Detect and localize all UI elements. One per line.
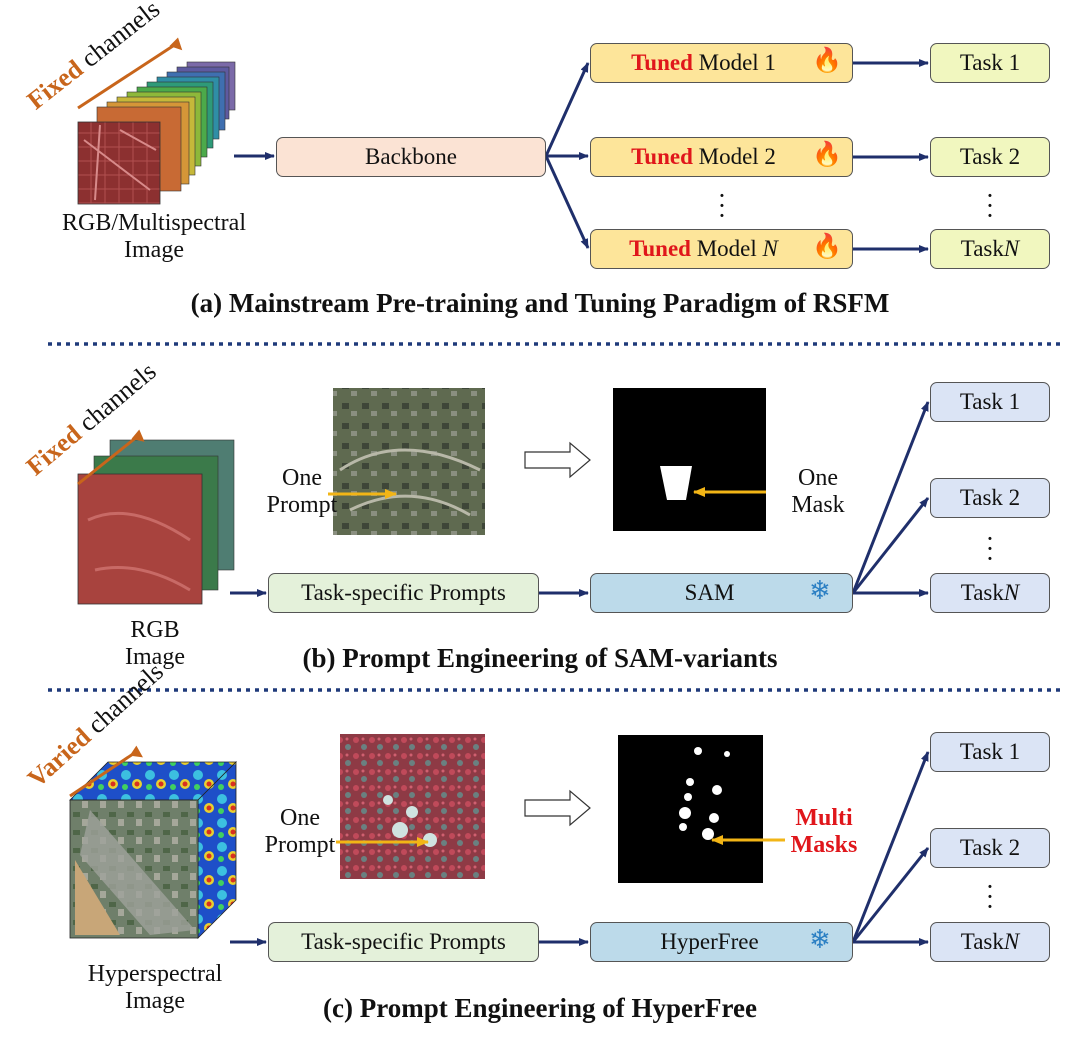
backbone-box: Backbone xyxy=(276,137,546,177)
one-mask-label: One Mask xyxy=(791,465,845,518)
task-2-box-c: Task 2 xyxy=(930,828,1050,868)
rgb-stack xyxy=(77,439,235,605)
caption-a: (a) Mainstream Pre-training and Tuning P… xyxy=(190,288,890,318)
image-label-a: RGB/Multispectral Image xyxy=(62,210,246,263)
mask-b xyxy=(613,388,766,531)
task-1-box-a: Task 1 xyxy=(930,43,1050,83)
hyperspectral-cube xyxy=(69,761,237,939)
sam-box: SAM xyxy=(590,573,853,613)
ellipsis-tasks-b: ··· xyxy=(985,524,995,573)
task-n-box-b: Task N xyxy=(930,573,1050,613)
tuned-model-1-box: Tuned Model 1 xyxy=(590,43,853,83)
one-prompt-label-c: One Prompt xyxy=(264,805,336,858)
tuned-model-2-box: Tuned Model 2 xyxy=(590,137,853,177)
ellipsis-tasks-a: ··· xyxy=(985,181,995,230)
fire-icon: 🔥 xyxy=(812,234,842,260)
ellipsis-tasks-c: ··· xyxy=(985,872,995,921)
fire-icon: 🔥 xyxy=(812,48,842,74)
mask-c xyxy=(618,735,763,883)
caption-c: (c) Prompt Engineering of HyperFree xyxy=(323,993,757,1023)
multispectral-stack xyxy=(77,61,236,205)
multi-masks-label: Multi Masks xyxy=(790,805,858,858)
tuned-model-n-box: Tuned Model N xyxy=(590,229,853,269)
snowflake-icon: ❄ xyxy=(809,925,831,954)
one-prompt-label-b: One Prompt xyxy=(266,465,338,518)
task-n-box-c: Task N xyxy=(930,922,1050,962)
hyperfree-box: HyperFree xyxy=(590,922,853,962)
task-prompts-box-c: Task-specific Prompts xyxy=(268,922,539,962)
task-n-box-a: Task N xyxy=(930,229,1050,269)
caption-b: (b) Prompt Engineering of SAM-variants xyxy=(302,643,778,673)
snowflake-icon: ❄ xyxy=(809,576,831,605)
task-prompts-box-b: Task-specific Prompts xyxy=(268,573,539,613)
image-label-c: Hyperspectral Image xyxy=(87,961,223,1014)
task-1-box-c: Task 1 xyxy=(930,732,1050,772)
fire-icon: 🔥 xyxy=(812,142,842,168)
image-label-b: RGB Image xyxy=(125,617,185,670)
task-2-box-a: Task 2 xyxy=(930,137,1050,177)
ellipsis-models-a: ··· xyxy=(717,181,727,230)
task-1-box-b: Task 1 xyxy=(930,382,1050,422)
task-2-box-b: Task 2 xyxy=(930,478,1050,518)
